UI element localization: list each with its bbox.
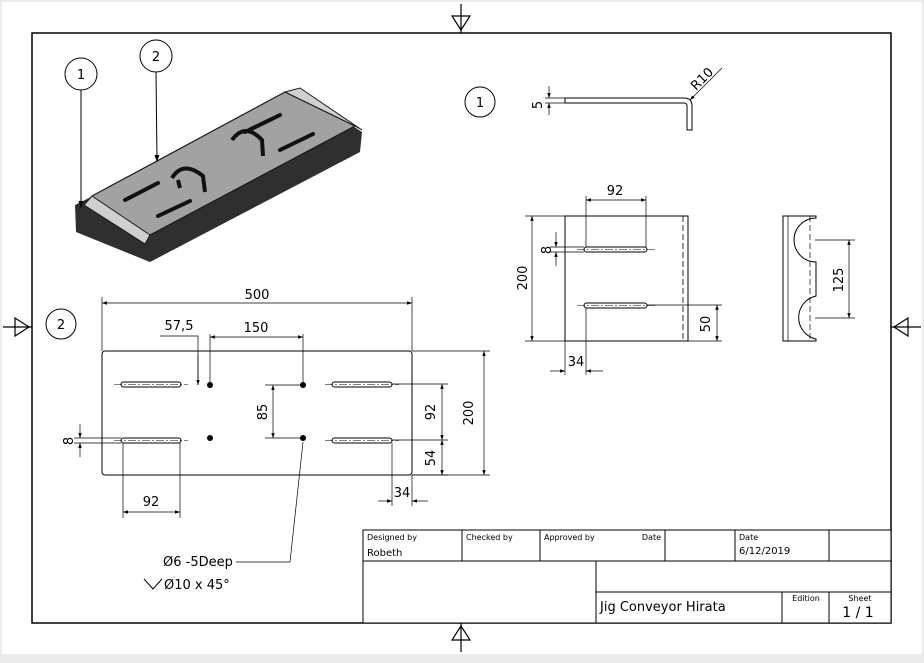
dim-54: 54 (424, 450, 439, 467)
countersink-icon (143, 578, 163, 590)
dim-34-right: 34 (394, 486, 411, 501)
dim-150: 150 (244, 321, 269, 336)
drawing-title: Jig Conveyor Hirata (599, 600, 726, 615)
balloon-1: 1 (64, 57, 98, 208)
svg-text:2: 2 (57, 318, 65, 333)
part1-front (525, 196, 722, 375)
view-label-2: 2 (45, 308, 77, 340)
iso-view (75, 87, 363, 262)
dim-thickness: 5 (531, 101, 546, 109)
part1-side (782, 215, 855, 342)
view-label-1: 1 (464, 86, 496, 118)
dim-200-right: 200 (462, 401, 477, 426)
center-marks (3, 4, 921, 652)
part2-dimensions (74, 297, 490, 563)
iso-slots (123, 113, 315, 218)
note-hole: Ø6 -5Deep (163, 555, 233, 570)
part1-profile (545, 67, 723, 131)
balloon-2-label: 2 (152, 50, 160, 65)
dim-200-left: 200 (516, 266, 531, 291)
balloon-1-label: 1 (77, 68, 85, 83)
iso-handle-1 (170, 166, 207, 193)
dim-500: 500 (245, 288, 270, 303)
iso-front-strip (83, 195, 151, 245)
sheet-value: 1 / 1 (842, 605, 873, 621)
title-block (362, 529, 892, 624)
dim-8-left: 8 (62, 437, 77, 445)
designed-by-label: Designed by (367, 533, 417, 542)
checked-by-label: Checked by (466, 533, 513, 542)
svg-text:1: 1 (476, 96, 484, 111)
date-label-2: Date (739, 533, 758, 542)
part2-plate (101, 350, 413, 476)
dim-85: 85 (256, 404, 271, 421)
dim-92-top: 92 (607, 184, 624, 199)
dim-92-bottom: 92 (143, 495, 160, 510)
iso-end-strip (283, 87, 363, 131)
dim-125: 125 (832, 268, 847, 293)
iso-handle-2 (230, 129, 265, 157)
dim-50-right: 50 (699, 316, 714, 333)
approved-by-label: Approved by (544, 533, 595, 542)
edition-label: Edition (792, 594, 820, 603)
designed-by-value: Robeth (367, 548, 402, 559)
date-label-1: Date (642, 533, 661, 542)
date-value: 6/12/2019 (739, 546, 790, 557)
note-countersink: Ø10 x 45° (164, 578, 230, 593)
sheet-label: Sheet (848, 594, 871, 603)
dim-92-right: 92 (424, 404, 439, 421)
dim-57-5: 57,5 (165, 319, 194, 334)
dim-34-bottom: 34 (568, 355, 585, 370)
dim-8-slot: 8 (540, 246, 555, 254)
balloon-2: 2 (139, 39, 173, 163)
